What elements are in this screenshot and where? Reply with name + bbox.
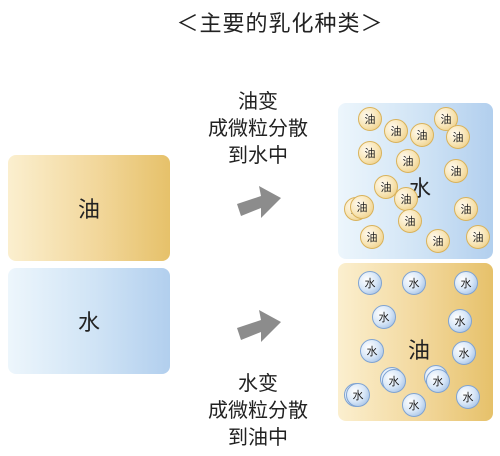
water-droplet: 水 xyxy=(346,383,370,407)
oil-droplet: 油 xyxy=(426,229,450,253)
oil-droplet: 油 xyxy=(446,125,470,149)
water-droplet: 水 xyxy=(402,393,426,417)
water-droplet: 水 xyxy=(456,385,480,409)
water-in-oil-box: 油 水水水水水水水水水水水水水水水 xyxy=(338,263,493,421)
water-droplet: 水 xyxy=(372,305,396,329)
oil-droplet: 油 xyxy=(358,141,382,165)
oil-droplet: 油 xyxy=(410,123,434,147)
oil-droplet: 油 xyxy=(398,209,422,233)
right-arrow-icon xyxy=(237,310,281,342)
oil-droplet: 油 xyxy=(394,187,418,211)
bottom-caption: 水变 成微粒分散 到油中 xyxy=(178,370,338,451)
water-layer: 水 xyxy=(8,268,170,374)
water-droplet: 水 xyxy=(448,309,472,333)
continuous-phase-label: 油 xyxy=(408,339,431,364)
page-title: ＜主要的乳化种类＞ xyxy=(176,12,384,37)
top-caption-line: 到水中 xyxy=(228,143,288,167)
water-droplet: 水 xyxy=(452,341,476,365)
oil-droplet: 油 xyxy=(384,119,408,143)
water-droplet: 水 xyxy=(454,271,478,295)
top-caption-line: 油变 xyxy=(238,89,278,113)
oil-droplet: 油 xyxy=(360,225,384,249)
water-droplet: 水 xyxy=(360,339,384,363)
oil-droplet: 油 xyxy=(358,107,382,131)
water-droplet: 水 xyxy=(426,369,450,393)
water-layer-label: 水 xyxy=(77,311,100,336)
top-caption: 油变 成微粒分散 到水中 xyxy=(178,88,338,169)
oil-layer: 油 xyxy=(8,155,170,261)
bottom-caption-line: 成微粒分散 xyxy=(208,398,308,422)
oil-droplet: 油 xyxy=(454,197,478,221)
water-droplet: 水 xyxy=(358,271,382,295)
oil-layer-label: 油 xyxy=(77,198,100,223)
bottom-caption-line: 水变 xyxy=(238,371,278,395)
top-caption-line: 成微粒分散 xyxy=(208,116,308,140)
water-droplet: 水 xyxy=(402,271,426,295)
water-droplet: 水 xyxy=(382,369,406,393)
oil-droplet: 油 xyxy=(350,195,374,219)
oil-droplet: 油 xyxy=(444,159,468,183)
oil-droplet: 油 xyxy=(396,149,420,173)
bottom-caption-line: 到油中 xyxy=(228,425,288,449)
right-arrow-icon xyxy=(237,186,281,218)
oil-droplet: 油 xyxy=(466,225,490,249)
